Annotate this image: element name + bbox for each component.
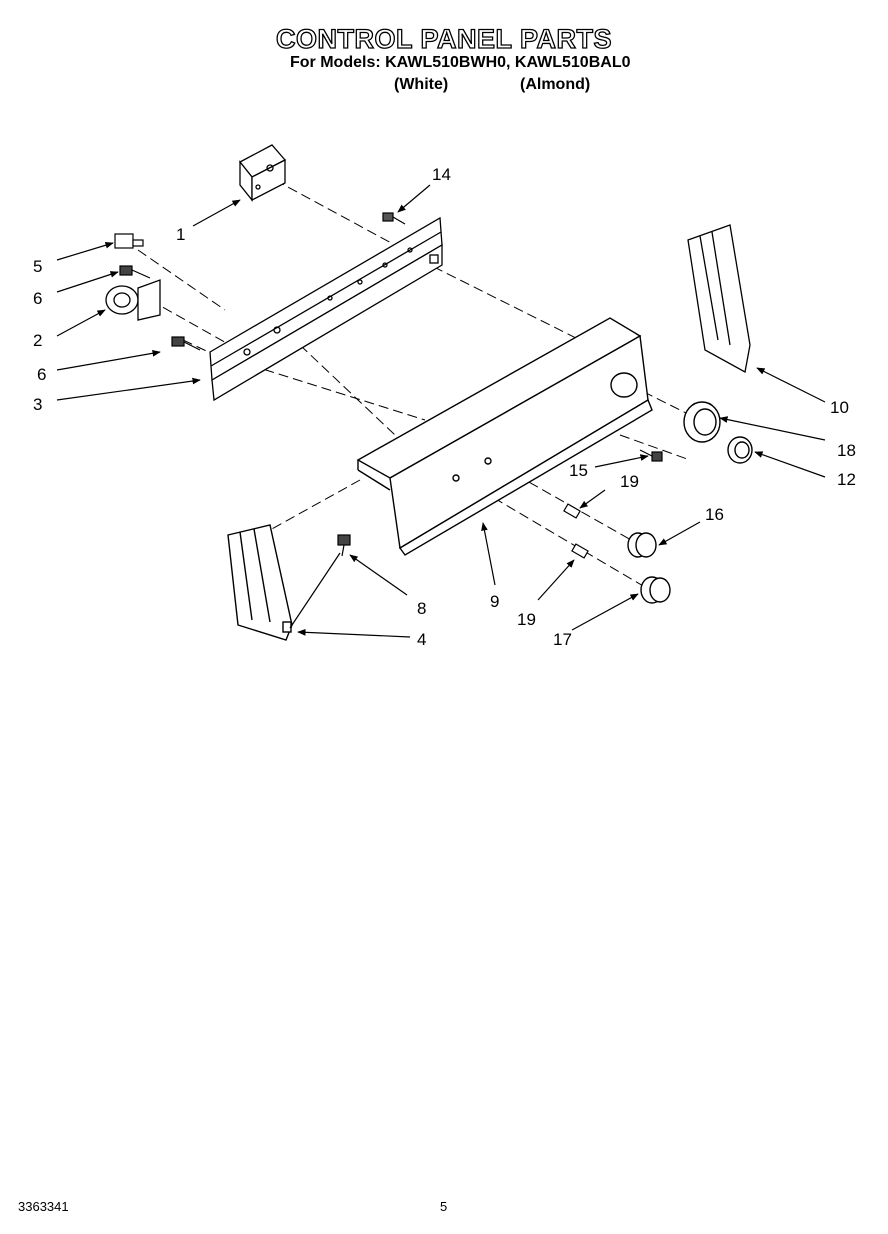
part-6-screws	[119, 265, 201, 351]
models-line: For Models: KAWL510BWH0, KAWL510BAL0	[290, 54, 631, 71]
callout-19: 19	[517, 610, 536, 629]
callout-4: 4	[417, 630, 426, 649]
callout-12: 12	[837, 470, 856, 489]
part-15-screw	[639, 449, 663, 462]
callout-6: 6	[37, 365, 46, 384]
page-title: CONTROL PANEL PARTS	[275, 23, 613, 54]
document-number: 3363341	[18, 1199, 69, 1214]
callout-16: 16	[705, 505, 724, 524]
callout-6: 6	[33, 289, 42, 308]
callout-10: 10	[830, 398, 849, 417]
callout-1: 1	[176, 225, 185, 244]
part-1-box	[239, 144, 287, 202]
callout-9: 9	[490, 592, 499, 611]
part-16-knob	[627, 532, 657, 558]
part-5-switch	[114, 233, 144, 249]
part-3-bracket	[209, 216, 443, 402]
callout-5: 5	[33, 257, 42, 276]
callout-8: 8	[417, 599, 426, 618]
part-19-couplers	[563, 503, 589, 559]
part-10-right-endcap	[687, 224, 751, 374]
part-8-screw	[289, 534, 351, 629]
callout-3: 3	[33, 395, 42, 414]
part-17-knob	[640, 576, 671, 604]
callout-14: 14	[432, 165, 451, 184]
callout-19: 19	[620, 472, 639, 491]
callout-17: 17	[553, 630, 572, 649]
assembly-lines	[137, 179, 701, 591]
variant-white-label: (White)	[394, 76, 449, 93]
variant-almond-label: (Almond)	[520, 76, 591, 93]
part-18-bezel	[683, 401, 721, 443]
leader-arrows	[56, 184, 826, 638]
part-12-knob	[727, 436, 753, 464]
callout-18: 18	[837, 441, 856, 460]
callout-2: 2	[33, 331, 42, 350]
part-14-screw	[382, 212, 406, 225]
part-4-left-endcap	[227, 524, 293, 641]
callout-15: 15	[569, 461, 588, 480]
part-2-pressure-switch	[105, 279, 161, 321]
part-9-console-panel	[356, 317, 653, 556]
page-number: 5	[440, 1199, 448, 1214]
